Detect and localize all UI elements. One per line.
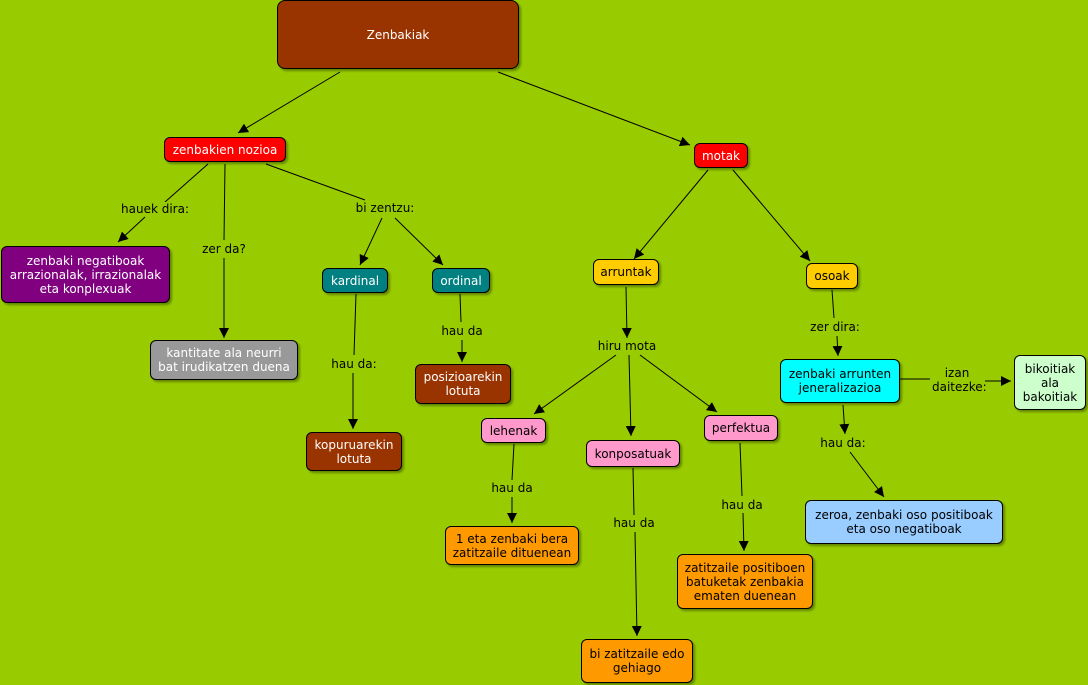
node-1-eta-zenbaki-bera[interactable]: 1 eta zenbaki bera zatitzaile dituenean: [445, 526, 579, 565]
edge-nozioa-bizentzu: [265, 163, 366, 201]
node-root-zenbakiak[interactable]: Zenbakiak: [277, 0, 519, 69]
node-posizioarekin-lotuta[interactable]: posizioarekin lotuta: [415, 364, 511, 404]
link-hau-da-ordinal: hau da: [439, 324, 485, 338]
node-zenbakien-nozioa[interactable]: zenbakien nozioa: [164, 137, 286, 162]
edge-hiru-lehenak: [533, 354, 617, 415]
edge-motak-arruntak: [633, 169, 709, 260]
edge-motak-osoak: [732, 169, 811, 262]
edge-kardinal-hauda: [353, 293, 357, 356]
node-bikoitiak[interactable]: bikoitiak ala bakoitiak: [1014, 355, 1086, 410]
edge-osoak-zerdira: [831, 289, 835, 319]
link-zer-da: zer da?: [200, 242, 248, 256]
node-arruntak[interactable]: arruntak: [593, 259, 659, 285]
link-zer-dira: zer dira:: [808, 320, 862, 334]
link-hau-da-konposatuak: hau da: [611, 516, 657, 530]
edge-root-nozioa: [237, 71, 341, 134]
node-motak[interactable]: motak: [694, 143, 748, 168]
edge-hiru-konposatuak: [625, 354, 636, 437]
edge-hauda-zeroa: [849, 451, 885, 498]
link-hau-da-perfektua: hau da: [719, 498, 765, 512]
link-bi-zentzu: bi zentzu:: [353, 201, 417, 215]
node-jeneralizazioa[interactable]: zenbaki arrunten jeneralizazioa: [780, 359, 900, 403]
link-hauek-dira: hauek dira:: [119, 202, 191, 216]
node-osoak[interactable]: osoak: [806, 263, 858, 289]
node-bi-zatitzaile[interactable]: bi zatitzaile edo gehiago: [581, 639, 693, 683]
link-izan-daitezke: izan daitezke:: [930, 366, 987, 394]
edge-hauda-bizatitzaile: [631, 531, 642, 637]
edge-zerdira-jeneral: [832, 335, 843, 357]
edge-ordinal-hauda: [459, 293, 462, 323]
node-lehenak[interactable]: lehenak: [481, 418, 546, 443]
edge-nozioa-hauek: [164, 163, 209, 203]
edge-jeneral-hauda: [839, 404, 850, 435]
edge-konposatuak-hauda: [632, 467, 635, 516]
node-perfektua[interactable]: perfektua: [704, 415, 778, 441]
edge-hiru-perfektua: [639, 354, 718, 413]
node-ordinal[interactable]: ordinal: [432, 268, 490, 293]
edge-hauek-negatiboak: [117, 216, 146, 243]
edge-bizentzu-ordinal: [394, 217, 444, 266]
edge-root-motak: [497, 71, 691, 147]
link-hiru-mota: hiru mota: [595, 339, 659, 353]
edge-lehenak-hauda: [511, 443, 515, 481]
edge-hauda-zatitzaile: [738, 512, 749, 552]
node-zenbaki-negatiboak[interactable]: zenbaki negatiboak arrazionalak, irrazio…: [1, 246, 170, 303]
node-konposatuak[interactable]: konposatuak: [586, 440, 680, 467]
edge-arruntak-hiru: [621, 286, 632, 339]
edge-bizentzu-kardinal: [359, 217, 383, 266]
node-zatitzaile-positiboen[interactable]: zatitzaile positiboen batuketak zenbakia…: [677, 554, 813, 609]
node-kantitate[interactable]: kantitate ala neurri bat irudikatzen due…: [150, 340, 298, 380]
node-kopuruarekin-lotuta[interactable]: kopuruarekin lotuta: [306, 432, 402, 471]
link-hau-da-kardinal: hau da:: [329, 357, 379, 371]
link-hau-da-jeneral: hau da:: [818, 436, 868, 450]
edge-perfektua-hauda: [739, 442, 743, 497]
node-zeroa[interactable]: zeroa, zenbaki oso positiboak eta oso ne…: [805, 500, 1003, 544]
link-hau-da-lehenak: hau da: [489, 481, 535, 495]
node-kardinal[interactable]: kardinal: [322, 268, 388, 293]
edge-nozioa-zerda: [223, 163, 226, 241]
